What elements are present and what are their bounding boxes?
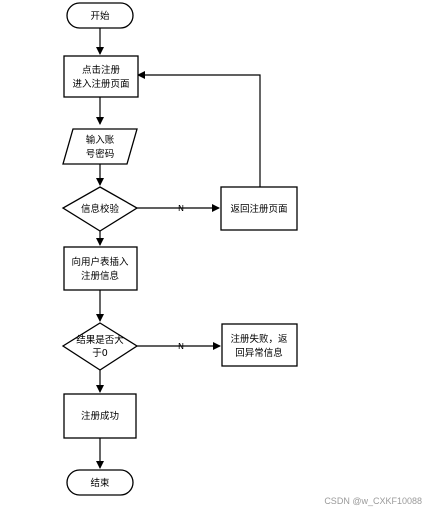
result-check-line-1: 结果是否大 <box>76 334 124 346</box>
register-fail-line-1: 注册失败，返 <box>230 333 288 345</box>
end-label: 结束 <box>90 477 110 489</box>
insert-user-line-1: 向用户表插入 <box>71 256 129 268</box>
input-credentials-line-1: 输入账 <box>86 134 115 146</box>
register-fail-node: 注册失败，返 回异常信息 <box>221 323 298 367</box>
click-register-line-1: 点击注册 <box>82 64 121 76</box>
register-success-node: 注册成功 <box>63 393 137 439</box>
edge-label-check-no: N <box>178 204 184 213</box>
end-node: 结束 <box>66 469 134 496</box>
click-register-node: 点击注册 进入注册页面 <box>63 55 139 98</box>
result-check-decision: 结果是否大 于0 <box>61 322 139 371</box>
info-check-label: 信息校验 <box>81 203 120 215</box>
return-register-label: 返回注册页面 <box>230 203 287 215</box>
register-success-label: 注册成功 <box>81 410 119 422</box>
info-check-decision: 信息校验 <box>61 186 139 232</box>
start-node: 开始 <box>66 2 134 29</box>
click-register-line-2: 进入注册页面 <box>72 78 129 90</box>
insert-user-node: 向用户表插入 注册信息 <box>63 246 138 291</box>
input-credentials-line-2: 号密码 <box>86 148 115 160</box>
edge-label-result-no: N <box>178 342 184 351</box>
edge-return-to-click <box>137 71 261 187</box>
input-credentials-node: 输入账 号密码 <box>62 128 138 165</box>
start-label: 开始 <box>90 10 110 22</box>
insert-user-line-2: 注册信息 <box>81 270 119 282</box>
result-check-line-2: 于0 <box>92 348 108 359</box>
return-register-node: 返回注册页面 <box>220 186 298 231</box>
watermark-text: CSDN @w_CXKF10088 <box>324 496 422 506</box>
connectors <box>96 28 261 469</box>
register-fail-line-2: 回异常信息 <box>235 347 283 359</box>
